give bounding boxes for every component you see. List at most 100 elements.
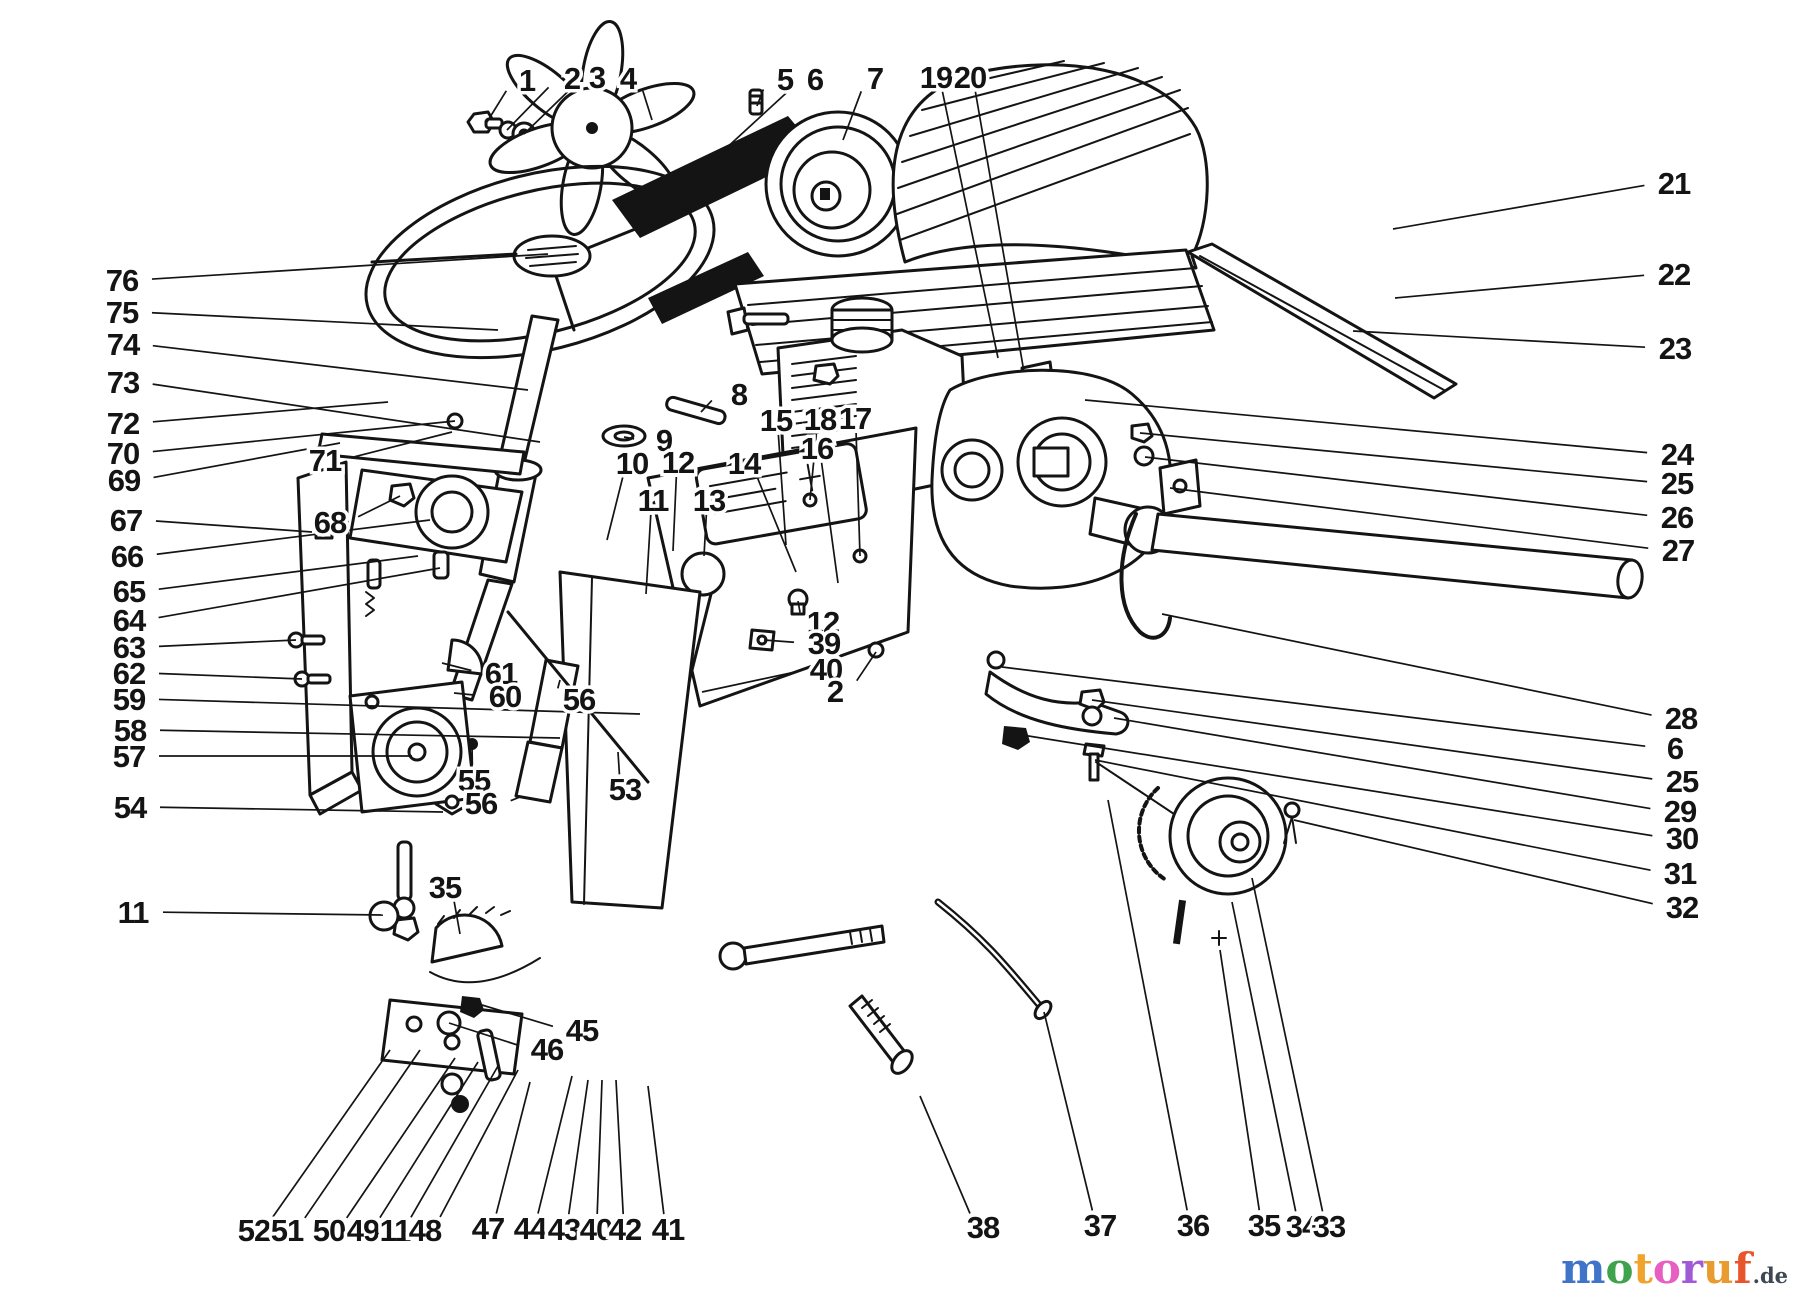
leader-line-11 — [410, 1065, 499, 1218]
leader-line-32 — [1293, 819, 1653, 905]
leader-line-39 — [763, 639, 795, 644]
callout-label-19: 19 — [920, 60, 953, 95]
callout-label-55: 55 — [458, 763, 491, 798]
callout-label-63: 63 — [113, 630, 146, 665]
transaxle — [930, 368, 1202, 590]
callout-label-40: 40 — [580, 1212, 612, 1247]
watermark-letter: f — [1733, 1244, 1752, 1292]
callout-label-16: 16 — [801, 431, 834, 466]
leader-line-64 — [158, 567, 441, 619]
callout-label-76: 76 — [106, 263, 139, 298]
steering-arm-assembly — [984, 650, 1181, 819]
callout-label-8: 8 — [731, 377, 748, 412]
callout-label-31: 31 — [1664, 856, 1697, 891]
callout-label-2: 2 — [564, 61, 580, 96]
leader-line-70 — [152, 420, 456, 453]
clutch-drum — [348, 680, 477, 814]
callout-label-11: 11 — [638, 483, 670, 518]
callout-label-3: 3 — [589, 60, 606, 95]
leader-line-54 — [159, 806, 444, 813]
callout-label-22: 22 — [1658, 257, 1690, 292]
leader-line-26 — [1144, 456, 1648, 517]
callout-label-35: 35 — [429, 870, 462, 905]
leader-line-19 — [941, 91, 999, 359]
leader-line-2 — [856, 651, 877, 682]
leader-line-61 — [441, 662, 472, 672]
leader-line-27 — [1169, 487, 1649, 550]
callout-label-11: 11 — [118, 895, 150, 930]
leader-line-33 — [1251, 877, 1324, 1212]
watermark-logo: motoruf .de — [1561, 1248, 1788, 1290]
leader-line-14 — [756, 476, 797, 573]
leader-line-36 — [1107, 799, 1188, 1211]
leader-line-65 — [158, 555, 419, 591]
callout-label-7: 7 — [867, 61, 883, 96]
leader-line-51 — [304, 1049, 421, 1219]
callout-label-50: 50 — [313, 1213, 345, 1248]
leader-line-29 — [1113, 717, 1651, 810]
callout-label-44: 44 — [514, 1211, 548, 1246]
leader-line-25 — [1091, 699, 1653, 780]
leader-line-16 — [820, 462, 839, 584]
leader-line-8 — [700, 399, 713, 413]
callout-label-4: 4 — [620, 61, 638, 96]
callout-label-23: 23 — [1659, 331, 1692, 366]
steering-wheel — [364, 164, 716, 360]
callout-label-56: 56 — [563, 682, 596, 717]
callout-label-70: 70 — [107, 436, 139, 471]
leader-line-35 — [1219, 949, 1261, 1211]
leader-line-69 — [153, 442, 341, 479]
callout-label-51: 51 — [271, 1213, 304, 1248]
brake-drum-assembly — [1136, 776, 1301, 946]
callout-label-35: 35 — [1248, 1208, 1281, 1243]
callout-label-58: 58 — [114, 713, 147, 748]
threaded-rod — [848, 994, 914, 1075]
watermark-letter: r — [1680, 1244, 1704, 1292]
callout-label-6: 6 — [807, 62, 824, 97]
leader-line-74 — [152, 344, 529, 391]
leader-line-25 — [1139, 432, 1648, 483]
callout-label-41: 41 — [652, 1212, 685, 1247]
leader-line-41 — [647, 1085, 665, 1215]
leader-line-12 — [672, 476, 678, 552]
leader-line-63 — [158, 639, 297, 648]
leader-line-48 — [439, 1069, 519, 1218]
leader-line-46 — [448, 1022, 519, 1046]
sector-gear — [392, 840, 541, 984]
callout-label-66: 66 — [111, 539, 144, 574]
callout-label-64: 64 — [113, 603, 147, 638]
leader-line-31 — [1094, 759, 1651, 871]
leader-line-76 — [151, 253, 549, 280]
leader-line-3 — [523, 85, 574, 135]
leader-line-56 — [510, 796, 521, 802]
fan-drawing — [488, 20, 696, 236]
callout-label-62: 62 — [113, 656, 145, 691]
callout-label-39: 39 — [808, 626, 841, 661]
leader-line-75 — [151, 311, 499, 331]
leader-lines — [151, 85, 1653, 1219]
callout-label-47: 47 — [472, 1211, 504, 1246]
callout-label-14: 14 — [728, 446, 762, 481]
leader-line-30 — [1015, 733, 1653, 837]
watermark-letter: o — [1652, 1244, 1681, 1292]
callout-label-28: 28 — [1665, 701, 1698, 736]
callout-label-12: 12 — [807, 605, 839, 640]
callout-label-61: 61 — [485, 656, 518, 691]
engine-pulley — [764, 110, 912, 258]
leader-line-13 — [703, 514, 708, 557]
brake-rod — [934, 898, 1053, 1021]
leader-line-10 — [606, 477, 624, 541]
leader-line-43 — [567, 1079, 589, 1215]
leader-line-68 — [357, 495, 401, 518]
callout-label-6: 6 — [1667, 731, 1684, 766]
leader-line-42 — [615, 1079, 625, 1215]
leader-line-44 — [537, 1075, 573, 1214]
callout-label-25: 25 — [1666, 764, 1699, 799]
seat-back — [891, 60, 1209, 270]
callout-label-32: 32 — [1666, 890, 1698, 925]
watermark-letter: m — [1560, 1244, 1606, 1292]
callout-label-33: 33 — [1313, 1209, 1346, 1244]
diagram-artwork — [287, 20, 1644, 1113]
